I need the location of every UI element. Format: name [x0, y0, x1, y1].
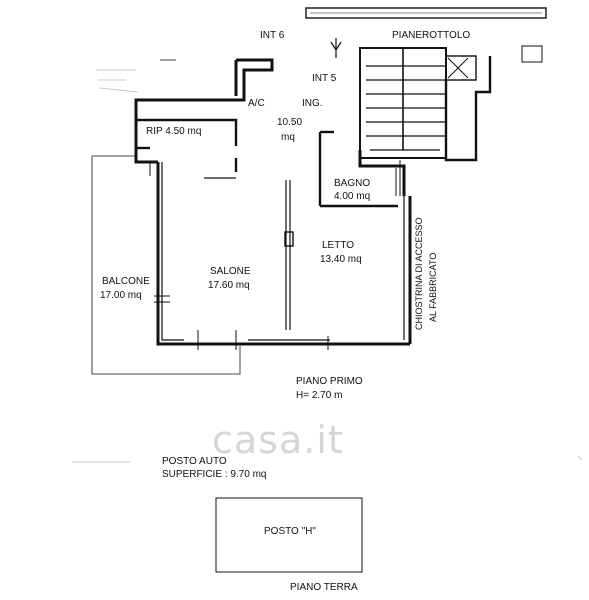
- label-ac: A/C: [248, 98, 265, 109]
- label-ing-area-1: 10.50: [277, 117, 303, 128]
- label-superficie: SUPERFICIE : 9.70 mq: [162, 469, 267, 480]
- label-letto: LETTO: [322, 240, 355, 251]
- staircase: [359, 47, 492, 162]
- label-chiostrina-2: AL FABBRICATO: [428, 252, 438, 322]
- label-balcone: BALCONE: [102, 276, 150, 287]
- bagno-walls: [318, 130, 398, 208]
- balcone-outline: [91, 155, 241, 375]
- posto-auto-box: [215, 497, 363, 573]
- corner-marker: [521, 45, 543, 63]
- label-posto-h: POSTO "H": [264, 526, 316, 537]
- ripostiglio-walls: [136, 118, 238, 172]
- opening-marks: [149, 160, 401, 350]
- watermark: casa.it: [212, 418, 344, 462]
- label-bagno-area: 4.00 mq: [334, 191, 371, 202]
- label-letto-area: 13.40 mq: [320, 254, 362, 265]
- label-ing: ING.: [302, 98, 323, 109]
- faint-marks: [72, 69, 583, 463]
- entrance-arrow-icon: [330, 38, 342, 58]
- label-chiostrina-1: CHIOSTRINA DI ACCESSO: [414, 217, 424, 330]
- label-salone: SALONE: [210, 266, 251, 277]
- label-rip: RIP 4.50 mq: [146, 126, 202, 137]
- partition-wall: [204, 177, 294, 330]
- label-piano-terra: PIANO TERRA: [290, 582, 358, 593]
- label-balcone-area: 17.00 mq: [100, 290, 142, 301]
- label-piano-primo: PIANO PRIMO: [296, 376, 363, 387]
- label-altezza: H= 2.70 m: [296, 390, 343, 401]
- landing-top-bar: [305, 7, 547, 19]
- label-posto-auto: POSTO AUTO: [162, 456, 227, 467]
- apartment-walls: [134, 58, 412, 346]
- label-salone-area: 17.60 mq: [208, 280, 250, 291]
- label-int5: INT 5: [312, 73, 337, 84]
- label-ing-area-2: mq: [281, 132, 295, 143]
- label-bagno: BAGNO: [334, 178, 371, 189]
- label-int6: INT 6: [260, 30, 285, 41]
- label-pianerottolo: PIANEROTTOLO: [392, 30, 471, 41]
